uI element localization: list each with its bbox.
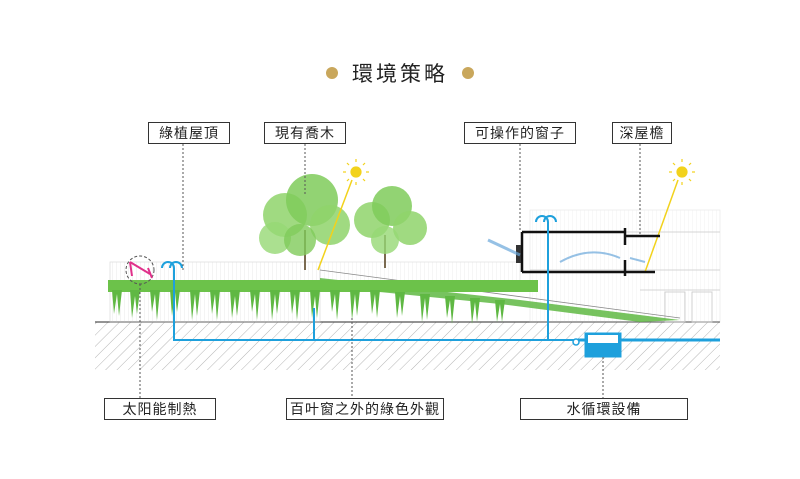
airflow-arrow	[559, 251, 621, 263]
label-solar-heating: 太阳能制熱	[104, 398, 216, 420]
page-title: 環境策略	[352, 62, 448, 86]
leader-lines	[139, 144, 641, 398]
operable-window-frame	[520, 228, 655, 276]
bullet-dot-icon	[462, 67, 474, 79]
label-existing-trees: 現有喬木	[264, 122, 346, 144]
green-roof-band	[108, 280, 538, 292]
label-louver-facade: 百叶窗之外的綠色外觀	[286, 398, 444, 420]
label-green-roof: 綠植屋頂	[148, 122, 230, 144]
solar-panel-icon	[129, 261, 153, 279]
sun-icon	[317, 159, 369, 271]
label-deep-eaves: 深屋檐	[612, 122, 672, 144]
vine-curtain	[112, 290, 505, 324]
existing-tree-2	[354, 186, 427, 268]
title-row: 環境策略	[0, 58, 800, 88]
ground-hatch	[95, 322, 720, 370]
airflow-arrow	[487, 238, 521, 257]
airflow-arrow	[629, 257, 646, 263]
label-water-cycle: 水循環設備	[520, 398, 688, 420]
sun-icon	[644, 159, 695, 273]
bullet-dot-icon	[326, 67, 338, 79]
existing-tree-1	[259, 174, 350, 270]
label-operable-windows: 可操作的窗子	[464, 122, 576, 144]
